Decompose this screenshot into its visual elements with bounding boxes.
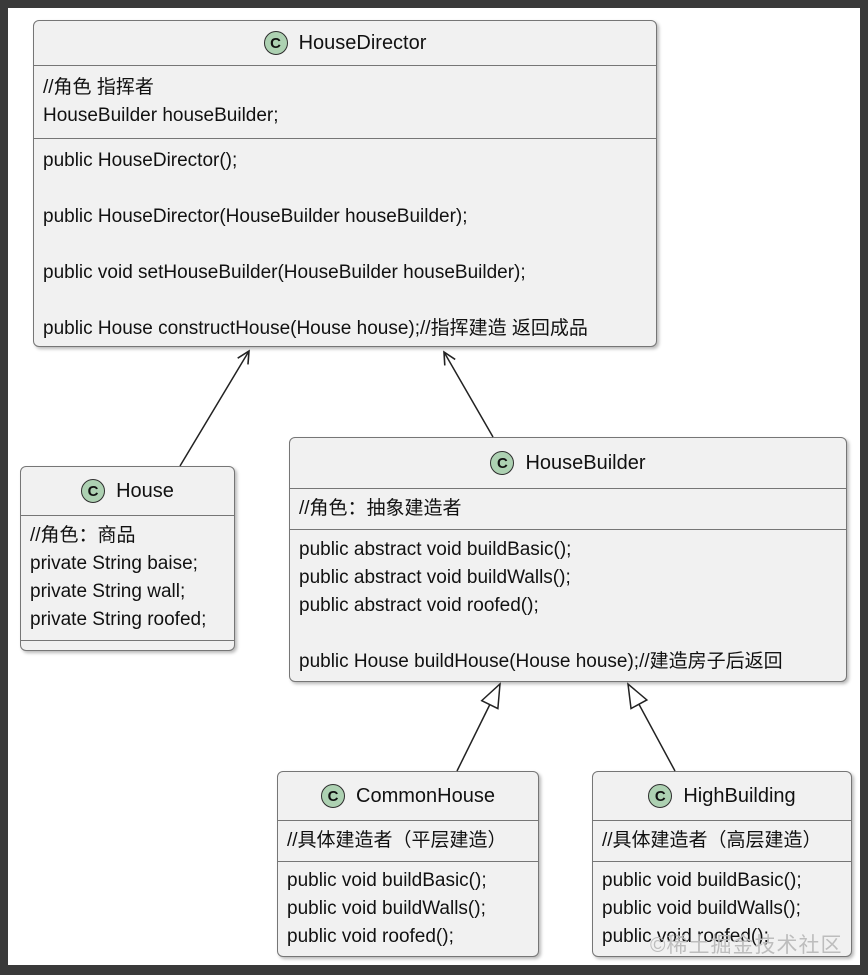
class-box-house: C House //角色：商品 private String baise; pr… <box>20 466 235 651</box>
field-line: HouseBuilder houseBuilder; <box>43 105 279 126</box>
fields-compartment: //具体建造者（平层建造） <box>278 820 538 861</box>
class-name: CommonHouse <box>356 784 495 807</box>
class-box-housedirector: C HouseDirector //角色 指挥者 HouseBuilder ho… <box>33 20 657 347</box>
methods-compartment: public HouseDirector(); public HouseDire… <box>34 138 656 346</box>
watermark: ©稀土掘金技术社区 <box>650 934 843 957</box>
field-line: //角色 指挥者 <box>43 77 154 98</box>
method-line <box>299 620 837 648</box>
method-line <box>43 287 647 315</box>
class-c-icon: C <box>648 784 673 808</box>
methods-compartment: public void buildBasic(); public void bu… <box>278 861 538 956</box>
methods-compartment: public abstract void buildBasic(); publi… <box>290 529 846 681</box>
method-line: public void buildWalls(); <box>287 898 486 919</box>
class-title-housebuilder: C HouseBuilder <box>290 438 846 488</box>
method-line <box>43 175 647 203</box>
method-line: public void roofed(); <box>287 926 454 947</box>
method-line: public void setHouseBuilder(HouseBuilder… <box>43 262 526 283</box>
method-line: public abstract void buildWalls(); <box>299 567 571 588</box>
class-title-house: C House <box>21 467 234 515</box>
methods-compartment-empty <box>21 640 234 650</box>
class-box-highbuilding: C HighBuilding //具体建造者（高层建造） public void… <box>592 771 852 957</box>
field-line: //具体建造者（高层建造） <box>602 830 822 851</box>
method-line: public abstract void roofed(); <box>299 595 539 616</box>
class-c-icon: C <box>263 31 288 55</box>
class-title-housedirector: C HouseDirector <box>34 21 656 65</box>
field-line: private String wall; <box>30 581 186 602</box>
fields-compartment: //角色：商品 private String baise; private St… <box>21 515 234 640</box>
class-title-highbuilding: C HighBuilding <box>593 772 851 820</box>
class-name: House <box>116 479 174 502</box>
class-name: HouseDirector <box>298 31 427 54</box>
method-line: public void buildBasic(); <box>287 870 487 891</box>
fields-compartment: //角色：抽象建造者 <box>290 488 846 529</box>
method-line: public void buildWalls(); <box>602 898 801 919</box>
class-box-commonhouse: C CommonHouse //具体建造者（平层建造） public void … <box>277 771 539 957</box>
class-name: HouseBuilder <box>525 451 646 474</box>
method-line <box>43 231 647 259</box>
field-line: //具体建造者（平层建造） <box>287 830 507 851</box>
method-line: public House constructHouse(House house)… <box>43 318 588 339</box>
class-name: HighBuilding <box>683 784 796 807</box>
method-line: public abstract void buildBasic(); <box>299 539 572 560</box>
field-line: private String roofed; <box>30 609 207 630</box>
class-c-icon: C <box>490 451 515 475</box>
methods-compartment: public void buildBasic(); public void bu… <box>593 861 851 956</box>
class-c-icon: C <box>321 784 346 808</box>
fields-compartment: //具体建造者（高层建造） <box>593 820 851 861</box>
field-line: //角色：商品 <box>30 525 136 546</box>
field-line: private String baise; <box>30 553 198 574</box>
field-line: //角色：抽象建造者 <box>299 498 462 519</box>
method-line: public void buildBasic(); <box>602 870 802 891</box>
method-line: public HouseDirector(); <box>43 150 238 171</box>
method-line: public void roofed(); <box>602 926 769 947</box>
diagram-canvas: C HouseDirector //角色 指挥者 HouseBuilder ho… <box>8 8 860 965</box>
class-title-commonhouse: C CommonHouse <box>278 772 538 820</box>
method-line: public HouseDirector(HouseBuilder houseB… <box>43 206 468 227</box>
fields-compartment: //角色 指挥者 HouseBuilder houseBuilder; <box>34 65 656 138</box>
class-box-housebuilder: C HouseBuilder //角色：抽象建造者 public abstrac… <box>289 437 847 682</box>
method-line: public House buildHouse(House house);//建… <box>299 651 783 672</box>
class-c-icon: C <box>81 479 106 503</box>
